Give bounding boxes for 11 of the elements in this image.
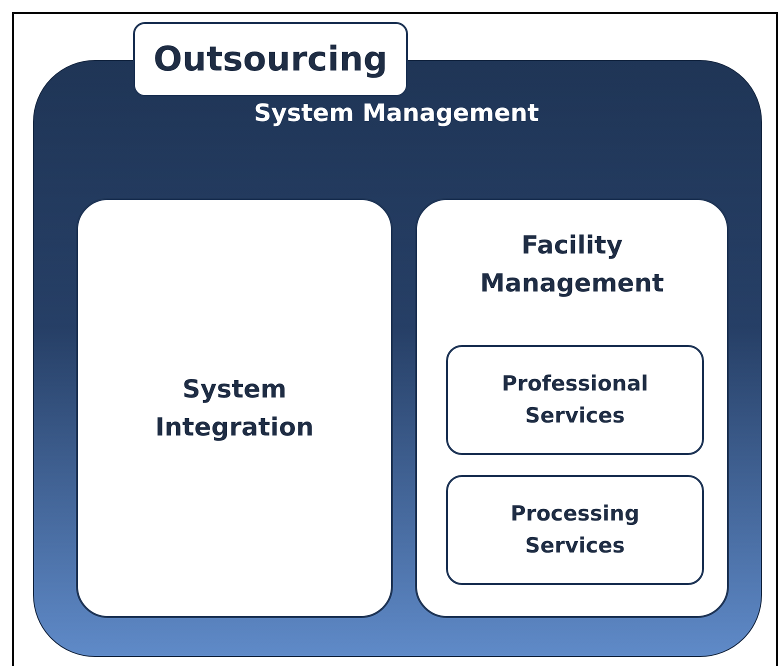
box-label: System Integration (154, 374, 315, 443)
box-label: Processing Services (509, 500, 641, 559)
service-box (446, 345, 704, 455)
service-box (446, 475, 704, 585)
box-label: Professional Services (500, 370, 650, 429)
panel-box (76, 198, 393, 618)
panel-box (415, 198, 729, 618)
title-text: Outsourcing (152, 38, 389, 81)
box-label: System Management (253, 98, 540, 129)
title-tab (133, 22, 408, 97)
box-label: Facility Management (478, 230, 666, 299)
